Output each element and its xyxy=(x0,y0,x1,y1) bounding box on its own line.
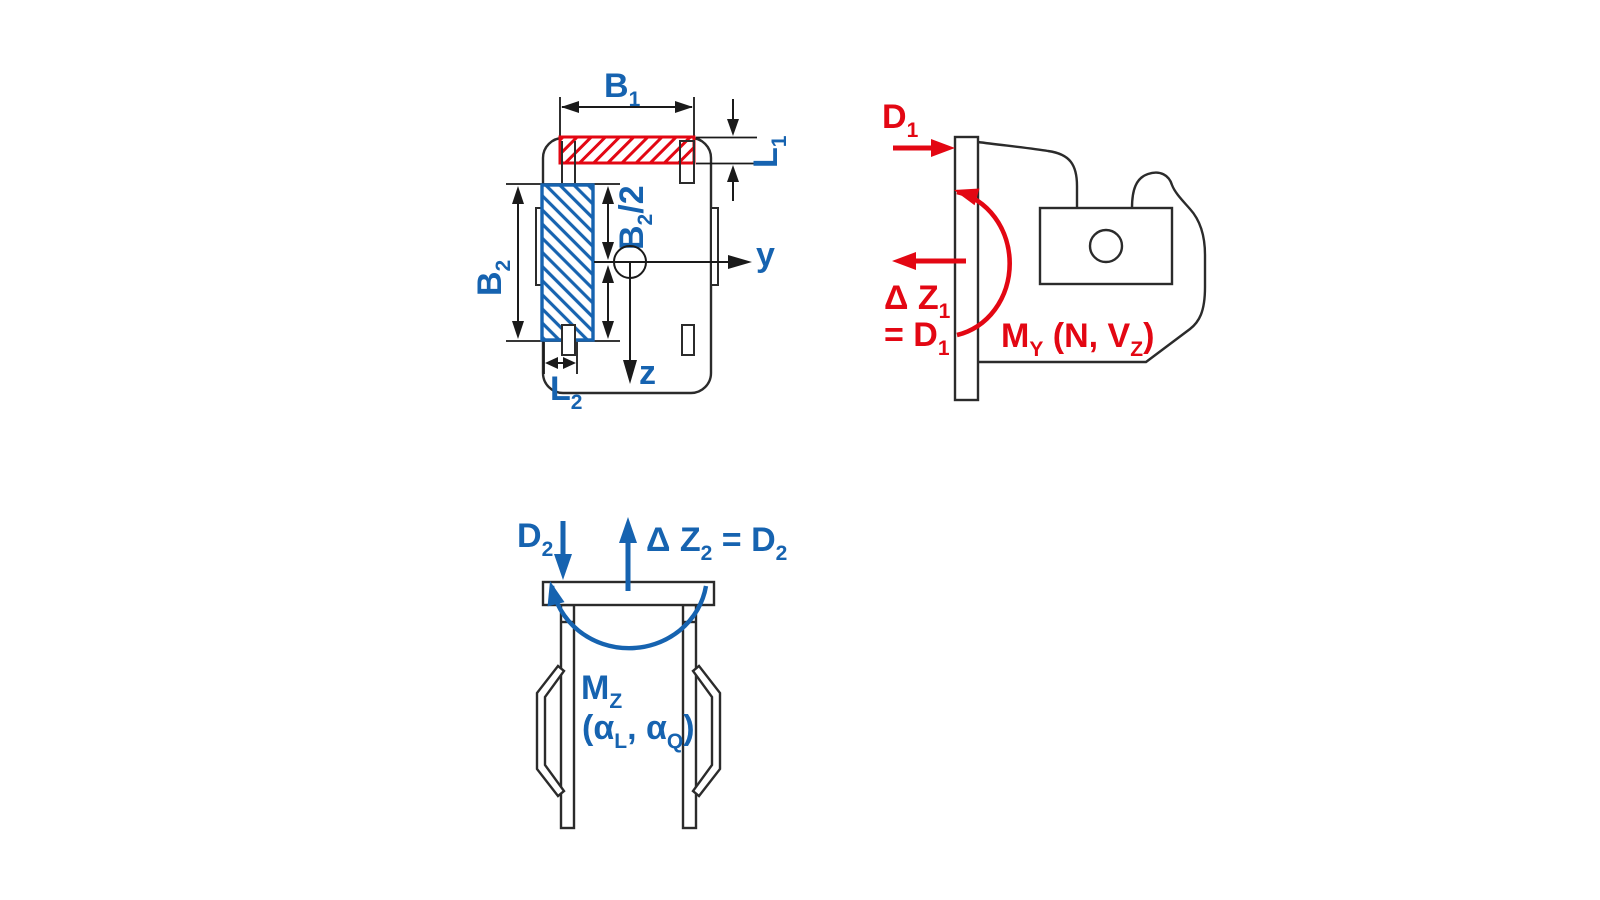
label-d1: D1 xyxy=(882,98,919,142)
mounting-plate xyxy=(953,135,980,402)
label-b2: B2 xyxy=(471,260,515,296)
label-mz: MZ xyxy=(581,669,622,713)
arrowhead xyxy=(728,255,752,269)
bearing-area-2-hatched xyxy=(540,183,595,342)
arrowhead xyxy=(727,119,739,136)
dimension-l2: L2 xyxy=(545,357,582,414)
dimension-l1: L1 xyxy=(696,99,791,201)
moment-arc-mz: MZ (αL, αQ) xyxy=(547,581,709,753)
arrowhead xyxy=(554,554,572,580)
arrowhead xyxy=(563,357,576,369)
reaction-arrow-delta-z2: Δ Z2 = D2 xyxy=(619,517,787,591)
bottom-left-slot xyxy=(561,324,576,356)
force-arrow-d1: D1 xyxy=(882,98,955,157)
force-arrow-d2: D2 xyxy=(517,517,572,580)
label-my: MY (N, VZ) xyxy=(1001,317,1154,361)
arrowhead xyxy=(954,188,980,206)
label-delta-z2: Δ Z2 = D2 xyxy=(646,521,787,565)
arrowhead xyxy=(602,265,614,283)
label-l2: L2 xyxy=(550,370,582,414)
arrowhead xyxy=(561,101,579,113)
arrowhead xyxy=(623,360,637,384)
dimension-b2: B2 xyxy=(471,186,524,339)
label-d2: D2 xyxy=(517,517,553,561)
arrowhead xyxy=(892,252,916,270)
top-right-slot xyxy=(679,140,695,184)
left-leg xyxy=(559,603,576,830)
right-edge-rib xyxy=(710,207,719,286)
label-axis-z: z xyxy=(639,354,656,392)
left-spring-clip xyxy=(535,664,566,798)
body-hook-contour xyxy=(978,171,1207,364)
arrowhead xyxy=(512,186,524,204)
axis-y: y xyxy=(594,236,775,274)
label-b2-half: B2/2 xyxy=(613,185,657,250)
label-mz-args: (αL, αQ) xyxy=(582,709,695,753)
cross-section-diagram: B1 L1 B2 B2/2 xyxy=(471,67,791,414)
arrowhead xyxy=(547,581,565,607)
arrowhead xyxy=(619,517,637,543)
arrowhead xyxy=(931,139,955,157)
label-b1: B1 xyxy=(604,67,641,111)
centroid-circle xyxy=(613,245,647,279)
moment-arc-my: MY (N, VZ) xyxy=(954,188,1154,361)
bottom-right-slot xyxy=(681,324,695,356)
label-axis-y: y xyxy=(756,236,775,274)
reaction-arrow-delta-z1: Δ Z1 = D1 xyxy=(884,252,966,360)
arrowhead xyxy=(727,165,739,182)
arrowhead xyxy=(602,186,614,204)
screw-block xyxy=(1038,206,1174,286)
bearing-area-1-hatched xyxy=(558,135,696,165)
arrowhead xyxy=(602,242,614,260)
dimension-b2-half: B2/2 xyxy=(602,185,657,339)
label-equals-d1: = D1 xyxy=(884,316,950,360)
arrowhead xyxy=(512,321,524,339)
arrowhead xyxy=(545,357,558,369)
label-delta-z1: Δ Z1 xyxy=(884,279,951,323)
top-left-slot xyxy=(561,141,576,183)
dimension-b1: B1 xyxy=(561,67,693,113)
label-l1: L1 xyxy=(747,135,791,168)
right-spring-clip xyxy=(691,664,722,798)
arrowhead xyxy=(675,101,693,113)
front-view-diagram: D2 Δ Z2 = D2 MZ (αL, αQ) xyxy=(517,517,787,830)
side-view-diagram: D1 Δ Z1 = D1 MY (N, VZ) xyxy=(882,98,1207,402)
arrowhead xyxy=(602,321,614,339)
body-top-contour xyxy=(977,140,1079,208)
screw-hole xyxy=(1088,228,1124,264)
